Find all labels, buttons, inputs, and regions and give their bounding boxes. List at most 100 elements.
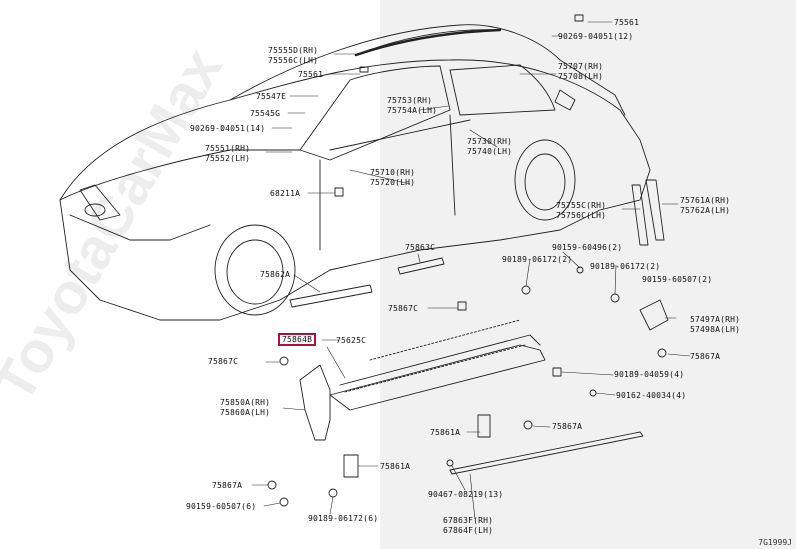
clip-75561-mid	[359, 66, 369, 73]
screw-90162-40034	[589, 389, 597, 397]
label-75867a-right: 75867A	[690, 352, 721, 361]
label-75552: 75552(LH)	[205, 154, 251, 163]
label-90189-06172-2b: 90189-06172(2)	[590, 262, 661, 271]
hood-line	[59, 149, 301, 201]
clip-75867a-low	[267, 480, 277, 490]
label-75625c: 75625C	[336, 336, 367, 345]
label-90189-06172-6: 90189-06172(6)	[308, 514, 379, 523]
clip-90467-08219	[446, 459, 454, 467]
label-75761a: 75761A(RH)	[680, 196, 731, 205]
clip-75861a-low	[343, 454, 359, 478]
strip-67863f	[449, 431, 644, 475]
shaded-panel	[380, 0, 796, 549]
belt-molding	[329, 119, 471, 151]
label-75861a-low: 75861A	[380, 462, 411, 471]
label-75762a: 75762A(LH)	[680, 206, 731, 215]
label-75720: 75720(LH)	[370, 178, 416, 187]
headlight-line	[69, 214, 211, 241]
label-75551: 75551(RH)	[205, 144, 251, 153]
strip-75862a	[289, 284, 373, 308]
label-75561-top: 75561	[614, 18, 640, 27]
rear-window	[449, 64, 556, 116]
label-75861a-mid: 75861A	[430, 428, 461, 437]
label-75867c-top: 75867C	[388, 304, 419, 313]
label-67863f: 67863F(RH)	[443, 516, 494, 525]
label-57497a: 57497A(RH)	[690, 315, 741, 324]
label-90269-04051-12: 90269-04051(12)	[558, 32, 634, 41]
label-75708: 75708(LH)	[558, 72, 604, 81]
label-90159-60507-6: 90159-60507(6)	[186, 502, 257, 511]
clip-68211a	[334, 187, 344, 197]
label-75561-mid: 75561	[298, 70, 324, 79]
label-75555d: 75555D(RH)	[268, 46, 319, 55]
label-75850a: 75850A(RH)	[220, 398, 271, 407]
leader-lines	[251, 21, 691, 520]
label-75860a: 75860A(LH)	[220, 408, 271, 417]
screw-90159-60496	[576, 266, 584, 274]
label-75740: 75740(LH)	[467, 147, 513, 156]
label-75545g: 75545G	[250, 109, 281, 118]
label-75547e: 75547E	[256, 92, 287, 101]
reference-number: 7G1999J	[758, 538, 792, 547]
label-90159-60496: 90159-60496(2)	[552, 243, 623, 252]
screw-90159-60507-6	[279, 497, 289, 507]
label-90189-04059: 90189-04059(4)	[614, 370, 685, 379]
clip-75867a-right	[657, 348, 667, 358]
front-window	[299, 65, 451, 161]
screw-90189-06172-2	[521, 285, 531, 295]
rear-wheel-arch	[514, 139, 576, 221]
label-75707: 75707(RH)	[558, 62, 604, 71]
label-75730: 75730(RH)	[467, 137, 513, 146]
label-75556c: 75556C(LH)	[268, 56, 319, 65]
rear-wheel	[524, 153, 566, 211]
clip-75861a-mid	[477, 414, 491, 438]
mudguard	[299, 364, 331, 441]
label-75864b-highlighted[interactable]: 75864B	[278, 333, 317, 346]
rocker-panel-top	[339, 334, 541, 386]
screw-90189-06172-2b	[610, 293, 620, 303]
trunk-line	[559, 59, 626, 116]
fuel-door	[554, 89, 576, 111]
clip-75867c-left	[279, 356, 289, 366]
front-wheel	[226, 239, 284, 305]
car-body-outline	[59, 59, 651, 321]
label-75867a-low: 75867A	[212, 481, 243, 490]
roof-molding	[354, 29, 501, 56]
garnish-75761a-b	[645, 179, 665, 241]
label-90162-40034: 90162-40034(4)	[616, 391, 687, 400]
clip-75561-top	[574, 14, 584, 22]
bracket-57497a	[639, 299, 669, 331]
garnish-75761a-a	[631, 184, 649, 246]
label-90467-08219: 90467-08219(13)	[428, 490, 504, 499]
label-75867c-left: 75867C	[208, 357, 239, 366]
emblem	[84, 203, 106, 217]
rocker-panel	[329, 344, 546, 411]
label-75756c: 75756C(LH)	[556, 211, 607, 220]
label-90269-04051-14: 90269-04051(14)	[190, 124, 266, 133]
label-75862a: 75862A	[260, 270, 291, 279]
label-75753: 75753(RH)	[387, 96, 433, 105]
label-75754a: 75754A(LH)	[387, 106, 438, 115]
clip-90189-04059	[552, 367, 562, 377]
rocker-panel-inner	[344, 344, 526, 393]
clip-75867c-top	[457, 301, 467, 311]
front-wheel-arch	[214, 224, 296, 316]
label-75755c: 75755C(RH)	[556, 201, 607, 210]
roof-line	[229, 24, 561, 101]
label-90159-60507-2: 90159-60507(2)	[642, 275, 713, 284]
clip-75867a-mid	[523, 420, 533, 430]
grille	[79, 184, 121, 221]
label-68211a: 68211A	[270, 189, 301, 198]
label-90189-06172-2: 90189-06172(2)	[502, 255, 573, 264]
door-line-rear	[449, 114, 456, 216]
label-57498a: 57498A(LH)	[690, 325, 741, 334]
strip-75863c	[397, 257, 445, 275]
roof-drip-molding	[354, 28, 502, 57]
label-75710: 75710(RH)	[370, 168, 416, 177]
screw-90189-06172-6	[328, 488, 338, 498]
label-75863c: 75863C	[405, 243, 436, 252]
rocker-panel-dash	[369, 319, 521, 361]
label-75867a-mid: 75867A	[552, 422, 583, 431]
